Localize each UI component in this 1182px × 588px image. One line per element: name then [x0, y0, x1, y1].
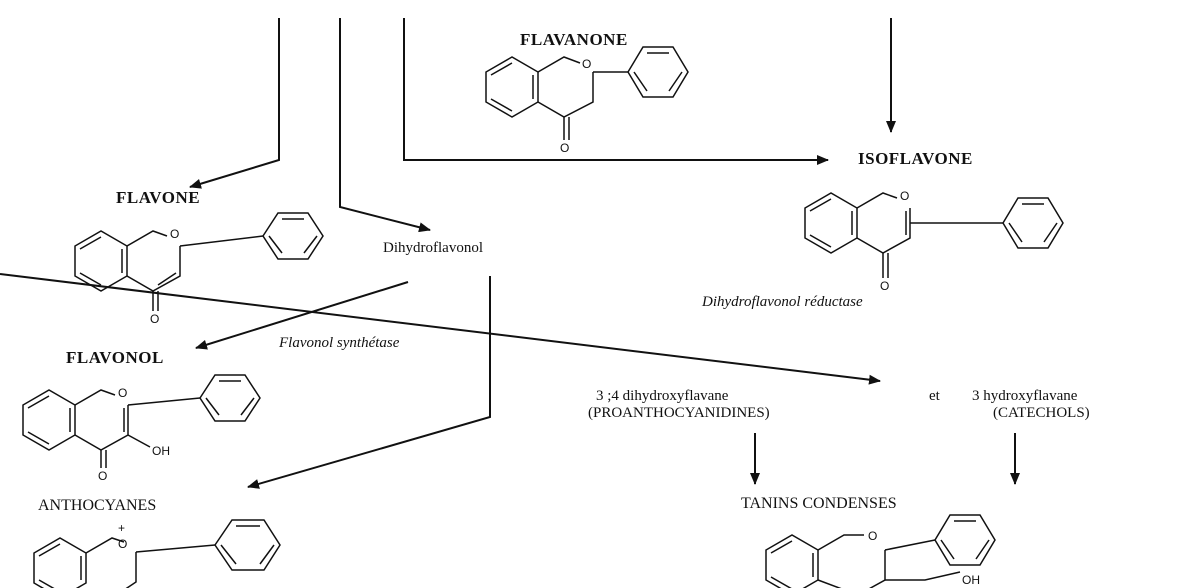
anthocyanes-oxygen-atom: O	[118, 537, 127, 551]
isoflavone-keto-oxygen: O	[880, 279, 889, 293]
arrow-to-flavanes	[0, 273, 881, 385]
anthocyanes-label: ANTHOCYANES	[38, 497, 157, 514]
flavone-label: FLAVONE	[116, 188, 201, 207]
catechols-label: (CATECHOLS)	[993, 405, 1090, 421]
pathway-arrows	[0, 18, 1020, 489]
isoflavone-oxygen-atom: O	[900, 189, 909, 203]
et-conjunction-label: et	[929, 388, 940, 404]
flavonol-structure	[22, 374, 261, 468]
tanins-condenses-label: TANINS CONDENSES	[741, 495, 897, 512]
dihydroflavonol-label: Dihydroflavonol	[383, 240, 483, 256]
tanins-structure	[765, 514, 996, 588]
anthocyanes-charge: +	[118, 521, 125, 535]
proanthocyanidines-label: (PROANTHOCYANIDINES)	[588, 405, 770, 421]
flavonol-hydroxyl-group: OH	[152, 444, 170, 458]
dihydroxyflavane-label: 3 ;4 dihydroxyflavane	[596, 388, 729, 404]
flavanone-oxygen-atom: O	[582, 57, 591, 71]
flavanone-keto-oxygen: O	[560, 141, 569, 155]
flavone-keto-oxygen: O	[150, 312, 159, 326]
arrow-to-flavonol	[195, 281, 409, 350]
flavonol-keto-oxygen: O	[98, 469, 107, 483]
arrow-to-anthocyanes	[247, 276, 491, 489]
flavonol-oxygen-atom: O	[118, 386, 127, 400]
arrow-to-isoflavone	[403, 18, 829, 165]
flavone-structure	[74, 212, 324, 311]
flavanone-label: FLAVANONE	[520, 30, 628, 49]
anthocyanes-structure	[33, 519, 281, 588]
tanins-hydroxyl-group: OH	[962, 573, 980, 587]
dihydroflavonol-reductase-label: Dihydroflavonol réductase	[702, 294, 863, 310]
flavanone-structure	[485, 46, 689, 140]
flavonol-label: FLAVONOL	[66, 348, 164, 367]
flavonol-synthetase-label: Flavonol synthétase	[279, 335, 400, 351]
arrow-to-dihydroflavonol	[339, 18, 431, 233]
tanins-oxygen-atom: O	[868, 529, 877, 543]
isoflavone-label: ISOFLAVONE	[858, 149, 973, 168]
isoflavone-structure	[804, 192, 1064, 278]
hydroxyflavane-label: 3 hydroxyflavane	[972, 388, 1078, 404]
flavone-oxygen-atom: O	[170, 227, 179, 241]
arrow-to-flavone	[189, 18, 280, 189]
